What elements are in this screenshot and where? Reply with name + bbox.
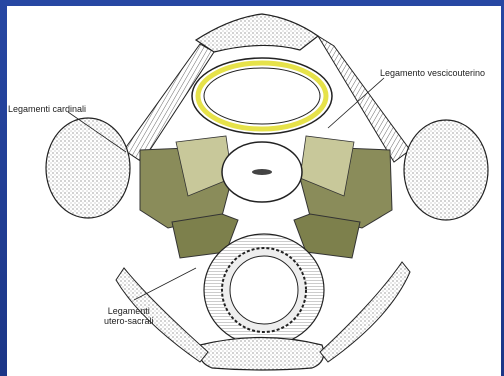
cardinal-ligament-label: Legamenti cardinali (8, 104, 86, 114)
uterosacral-label-line2: utero-sacrali (104, 316, 154, 326)
uterosacral-leader (134, 268, 196, 300)
right-sacral-wing (320, 262, 410, 362)
vesicouterine-ligament-label: Legamento vescicouterino (380, 68, 485, 78)
uterosacral-label-line1: Legamenti (104, 306, 154, 316)
uterosacral-ligament-label: Legamenti utero-sacrali (104, 306, 154, 326)
pubic-bone (196, 14, 318, 52)
left-femoral-head (46, 118, 130, 218)
cervical-os (252, 169, 272, 175)
sacrum (199, 338, 323, 371)
right-femoral-head (404, 120, 488, 220)
